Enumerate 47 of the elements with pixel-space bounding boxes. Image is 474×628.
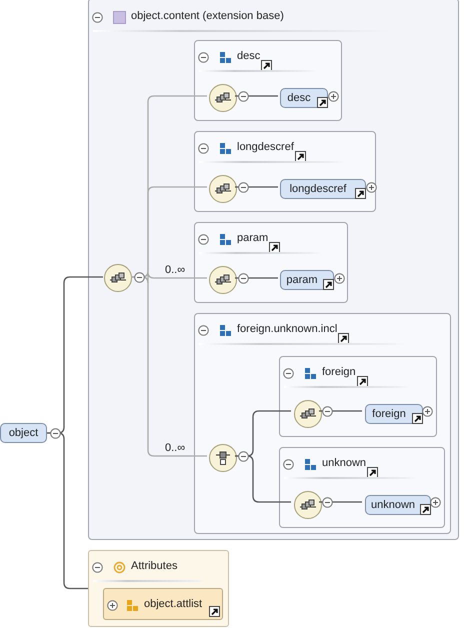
sequence-compositor: [294, 400, 322, 428]
connector-line: [235, 455, 291, 503]
group-box: [194, 222, 348, 303]
group-box: [194, 40, 342, 121]
group-title: object.content (extension base): [131, 10, 284, 22]
element-name: longdescref: [290, 183, 346, 195]
sequence-compositor: [209, 175, 237, 203]
element-box: [365, 495, 431, 515]
group-box: [279, 447, 445, 528]
group-title: unknown: [322, 457, 366, 469]
attribute-group-box: [103, 588, 223, 620]
sequence-compositor: [104, 264, 132, 292]
connector-line: [235, 95, 278, 97]
element-name: object: [8, 427, 38, 439]
element-box: [280, 179, 366, 199]
edge-label: 0..∞: [164, 442, 186, 454]
connector-line: [319, 501, 362, 503]
element-box: [280, 88, 328, 108]
connector-line: [235, 277, 278, 279]
connector-line: [319, 410, 362, 412]
element-box: [280, 270, 334, 290]
connector-line: [235, 186, 278, 188]
group-box: [279, 356, 437, 437]
element-box: [0, 423, 47, 443]
attribute-group-name: object.attlist: [144, 598, 202, 610]
group-title: param: [237, 232, 268, 244]
sequence-compositor: [209, 266, 237, 294]
element-name: foreign: [372, 408, 406, 420]
group-title: Attributes: [131, 560, 178, 572]
group-box: [194, 131, 376, 212]
choice-compositor: [209, 444, 237, 472]
group-title: desc: [237, 50, 260, 62]
group-title: foreign: [322, 366, 356, 378]
connector-line: [47, 432, 88, 590]
group-title: longdescref: [237, 141, 294, 153]
group-title: foreign.unknown.incl: [237, 323, 338, 335]
element-name: unknown: [370, 499, 416, 511]
element-name: desc: [287, 92, 311, 104]
element-name: param: [286, 274, 318, 286]
element-box: [365, 404, 423, 424]
edge-label: 0..∞: [164, 264, 186, 276]
group-box: [194, 313, 451, 534]
connector-line: [131, 276, 207, 457]
group-box: [88, 0, 459, 540]
sequence-compositor: [209, 84, 237, 112]
sequence-compositor: [294, 491, 322, 519]
attributes-panel: [88, 550, 229, 627]
